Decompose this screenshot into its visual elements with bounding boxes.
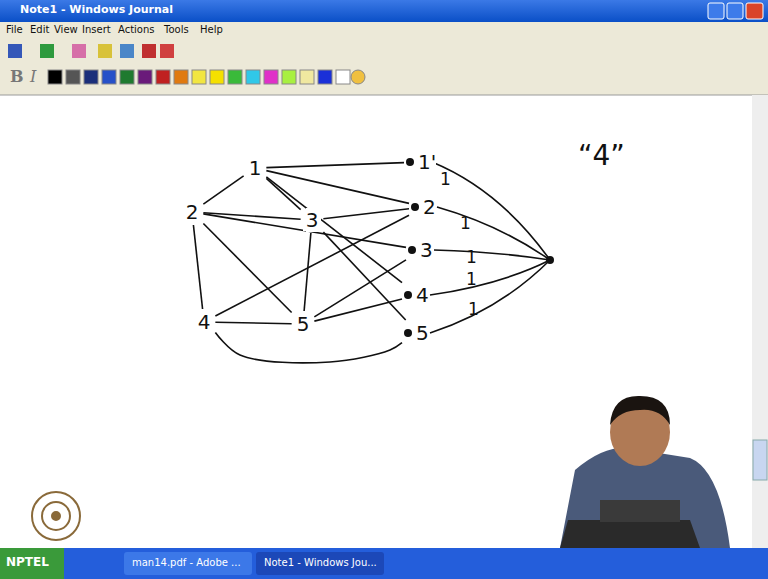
- graph-edge: [203, 176, 243, 204]
- menu-item: Edit: [30, 24, 49, 36]
- menu-item: Tools: [164, 24, 189, 36]
- max-button: [727, 3, 743, 19]
- taskbar-text: NPTEL: [6, 556, 49, 570]
- graph-vertex: 1: [246, 157, 265, 179]
- min-button: [708, 3, 724, 19]
- task-item: [124, 552, 252, 575]
- vertex-dot: [408, 246, 416, 254]
- graph-vertex: 4: [404, 284, 432, 306]
- graph-edge: [323, 232, 405, 320]
- vertex-label: 3: [306, 208, 319, 232]
- graph-edge: [314, 260, 406, 317]
- vertex-label: 1: [249, 156, 262, 180]
- toolbar-area: [0, 22, 768, 95]
- graph-edge: [266, 171, 409, 204]
- graph-annotation: “4”: [578, 140, 625, 172]
- graph-annotation: 1: [468, 300, 479, 320]
- title-bar: [0, 0, 768, 22]
- window-title: Note1 - Windows Journal: [20, 4, 173, 17]
- tool-icons: [8, 44, 174, 58]
- graph-vertex: 2: [183, 201, 202, 223]
- vertex-label: 3: [420, 238, 433, 262]
- vertex-dot: [406, 158, 414, 166]
- graph-edge: [323, 209, 409, 219]
- graph-vertex: 4: [195, 311, 214, 333]
- menu-item: Help: [200, 24, 223, 36]
- menu-item: View: [54, 24, 78, 36]
- graph-annotation: 1: [440, 170, 451, 190]
- vertex-label: 1': [418, 150, 436, 174]
- sink-edges: [430, 162, 550, 333]
- format-button: B: [10, 68, 24, 86]
- vertex-label: 2: [423, 195, 436, 219]
- vertex-label: 5: [297, 312, 310, 336]
- graph-vertex: 5: [294, 313, 313, 335]
- nptel-logo: [32, 492, 80, 540]
- taskbar: [0, 548, 768, 579]
- menu-item: File: [6, 24, 23, 36]
- graph-edge: [215, 332, 402, 362]
- graph-edge: [193, 225, 202, 309]
- color-swatches: [48, 70, 365, 84]
- graph-edge: [215, 322, 291, 324]
- graph-vertex: 3: [303, 209, 322, 231]
- sink-vertex: [546, 256, 554, 264]
- vertex-label: 4: [416, 283, 429, 307]
- toolbar-edge: [0, 95, 768, 96]
- presenter-figure: [560, 396, 730, 548]
- taskbar-text: man14.pdf - Adobe ...: [132, 557, 241, 569]
- format-button: I: [30, 68, 36, 86]
- graph-edge: [304, 233, 311, 311]
- scrollbar: [752, 95, 768, 548]
- menu-item: Actions: [118, 24, 155, 36]
- vertex-dot: [411, 203, 419, 211]
- vertex-dot: [404, 291, 412, 299]
- taskbar-text: Note1 - Windows Jou...: [264, 557, 377, 569]
- task-item: [256, 552, 384, 575]
- graph-annotation: 1: [466, 248, 477, 268]
- graph-vertex: 3: [408, 239, 436, 261]
- graph-edge: [314, 299, 402, 321]
- graph-edge: [266, 178, 300, 209]
- scroll-thumb: [753, 440, 767, 480]
- vertex-label: 4: [198, 310, 211, 334]
- graph-vertex: 1': [406, 151, 439, 173]
- vertex-label: 2: [186, 200, 199, 224]
- vertex-dot: [404, 329, 412, 337]
- graph-vertex: 5: [404, 322, 432, 344]
- menu-item: Insert: [82, 24, 111, 36]
- graph-annotation: 1: [460, 214, 471, 234]
- close-button: [746, 3, 763, 19]
- vertex-label: 5: [416, 321, 429, 345]
- graph-edge: [266, 163, 404, 168]
- graph-vertex: 2: [411, 196, 439, 218]
- graph-annotation: 1: [466, 270, 477, 290]
- start-button: [0, 548, 64, 579]
